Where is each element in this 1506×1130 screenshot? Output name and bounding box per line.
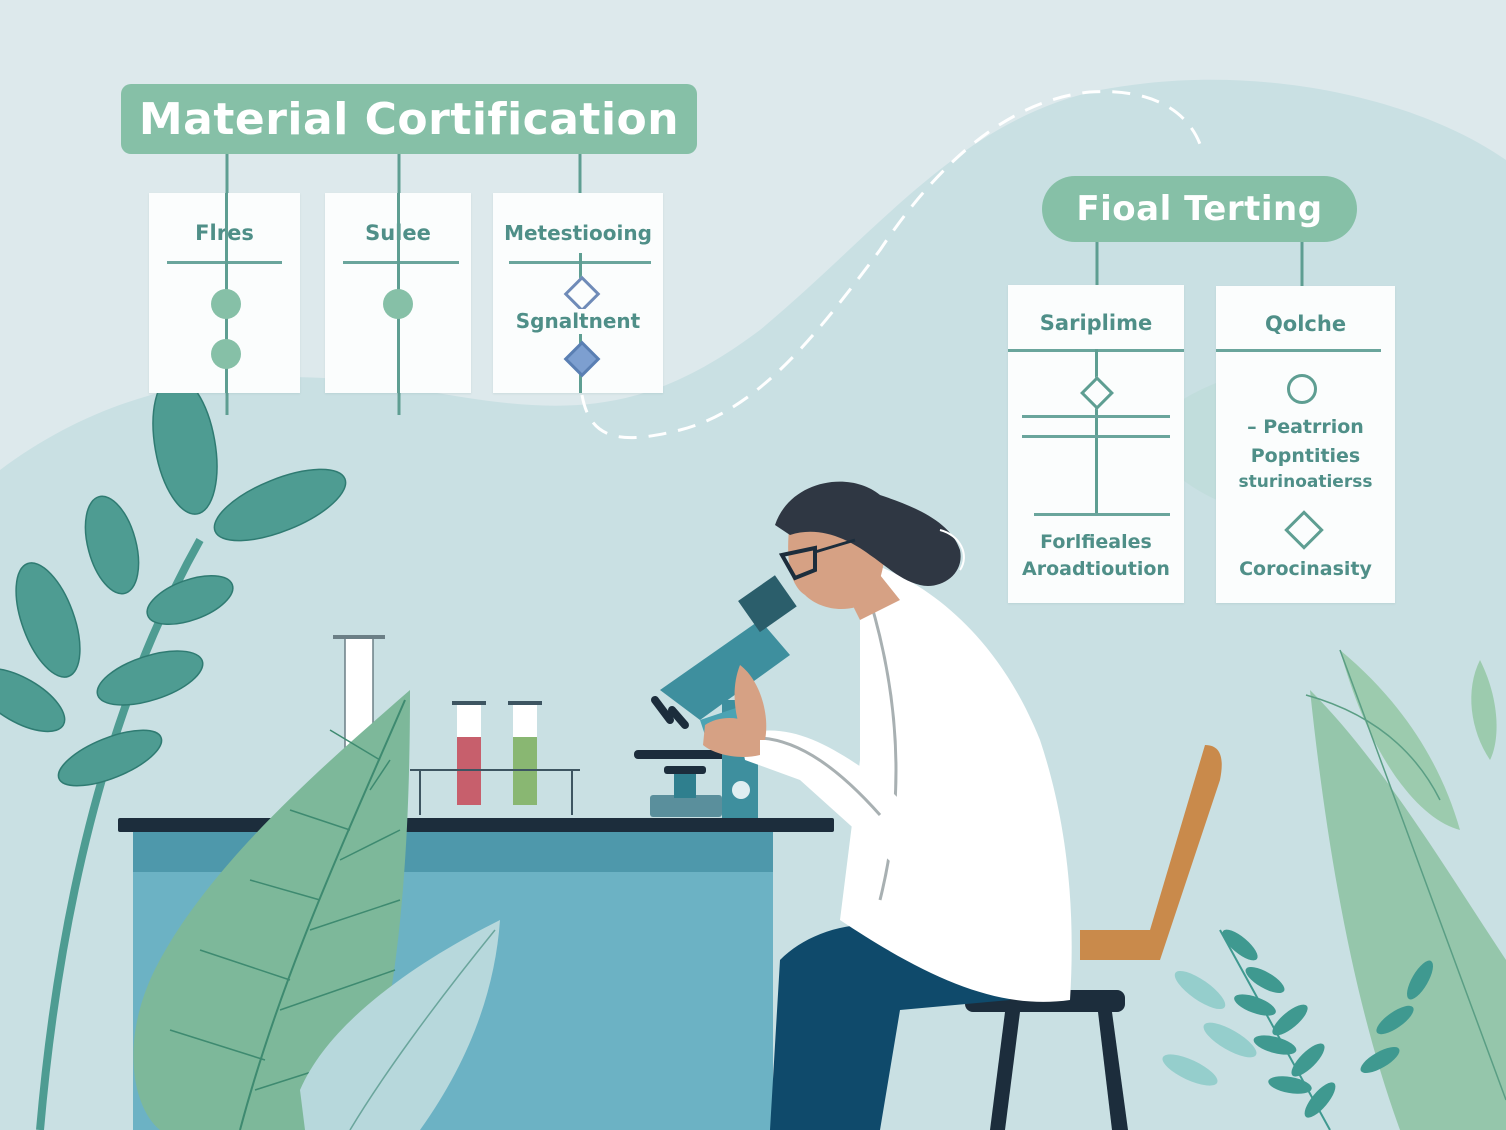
card-files: Flres: [149, 193, 300, 393]
body-line: – Peatrrion: [1247, 416, 1364, 438]
circle-node-icon: [211, 289, 241, 319]
card-label: Sariplime: [1039, 311, 1153, 335]
fern: [1219, 929, 1433, 1130]
card-label: Flres: [149, 221, 300, 245]
footer-line: Forlfieales: [1040, 531, 1152, 553]
pale-fern: [1162, 970, 1257, 1086]
right-plant: [1305, 649, 1506, 1130]
connector-line: [1095, 349, 1098, 513]
card-label: Metestiooing: [504, 221, 652, 245]
diamond-filled-icon: [563, 340, 601, 378]
left-plant: [0, 375, 347, 1130]
divider: [1034, 513, 1170, 516]
foreground-leaf-large: [133, 690, 410, 1130]
diamond-outline-icon: [1080, 376, 1114, 410]
divider: [167, 261, 282, 264]
chair: [965, 745, 1222, 1130]
footer-line: Corocinasity: [1239, 558, 1372, 580]
footer-line: Aroadtioution: [1022, 558, 1170, 580]
card-label: Qolche: [1264, 312, 1347, 336]
foreground-leaf-pale: [300, 920, 500, 1130]
sub-label: Sgnaltnent: [493, 309, 663, 334]
circle-node-icon: [211, 339, 241, 369]
circle-ring-icon: [1287, 374, 1317, 404]
divider: [343, 261, 459, 264]
scientist: [703, 481, 1072, 1130]
divider: [1022, 415, 1170, 418]
card-metestiooing: Metestiooing Sgnaltnent: [493, 193, 663, 393]
card-sariplime: Sariplime Forlfieales Aroadtioution: [1008, 285, 1184, 603]
body-line: sturinoatierss: [1238, 472, 1373, 492]
material-certification-title: Material Cortification: [121, 84, 697, 154]
final-testing-title: Fioal Terting: [1042, 176, 1357, 242]
body-line: Popntities: [1250, 445, 1361, 467]
card-qolche: Qolche – Peatrrion Popntities sturinoati…: [1216, 286, 1395, 603]
diamond-outline-icon: [563, 275, 601, 313]
dashed-connector: [580, 90, 1204, 440]
circle-node-icon: [383, 289, 413, 319]
diamond-outline-icon: [1284, 510, 1324, 550]
card-sulee: Sulee: [325, 193, 471, 393]
divider: [1022, 435, 1170, 438]
divider: [1216, 349, 1381, 352]
